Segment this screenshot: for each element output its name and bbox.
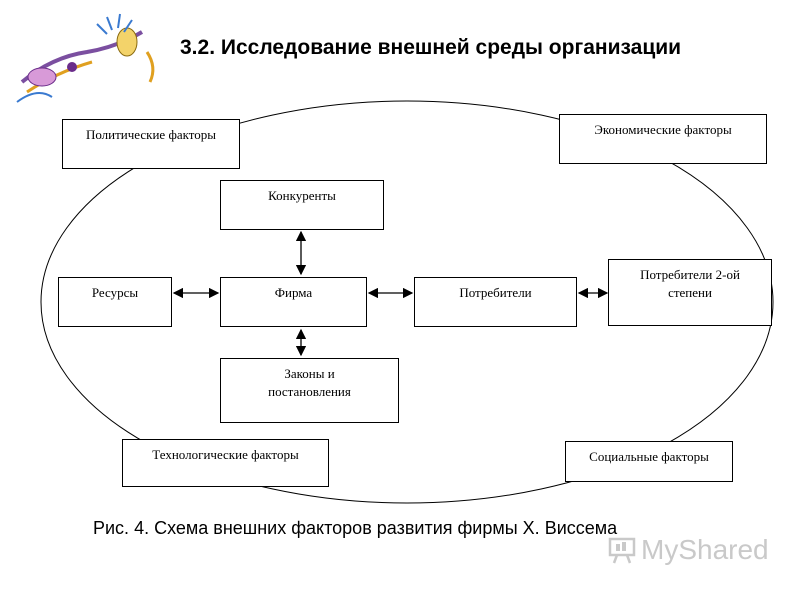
economic-factors-box: Экономические факторы: [559, 114, 767, 164]
watermark: MyShared: [607, 534, 769, 566]
competitors-label: Конкуренты: [268, 188, 336, 203]
figure-caption: Рис. 4. Схема внешних факторов развития …: [93, 518, 618, 538]
technological-factors-box: Технологические факторы: [122, 439, 329, 487]
consumers2-box: Потребители 2-ой степени: [608, 259, 772, 326]
political-factors-label: Политические факторы: [85, 127, 217, 142]
economic-factors-label: Экономические факторы: [594, 122, 732, 137]
resources-box: Ресурсы: [58, 277, 172, 327]
decorative-clipart-icon: [16, 13, 155, 103]
social-factors-box: Социальные факторы: [565, 441, 733, 482]
consumers-box: Потребители: [414, 277, 577, 327]
laws-box: Законы и постановления: [220, 358, 399, 423]
firm-label: Фирма: [274, 285, 313, 300]
page-title: 3.2. Исследование внешней среды организа…: [180, 36, 682, 59]
competitors-box: Конкуренты: [220, 180, 384, 230]
consumers2-label: Потребители 2-ой степени: [640, 267, 740, 300]
social-factors-label: Социальные факторы: [589, 449, 709, 464]
consumers-label: Потребители: [459, 285, 532, 300]
technological-factors-label: Технологические факторы: [152, 447, 299, 462]
political-factors-box: Политические факторы: [62, 119, 240, 169]
resources-label: Ресурсы: [91, 285, 139, 300]
environment-ellipse: [40, 100, 774, 504]
presentation-board-icon: [608, 537, 636, 564]
laws-label: Законы и постановления: [268, 366, 351, 399]
watermark-text: MyShared: [641, 534, 769, 565]
firm-box: Фирма: [220, 277, 367, 327]
